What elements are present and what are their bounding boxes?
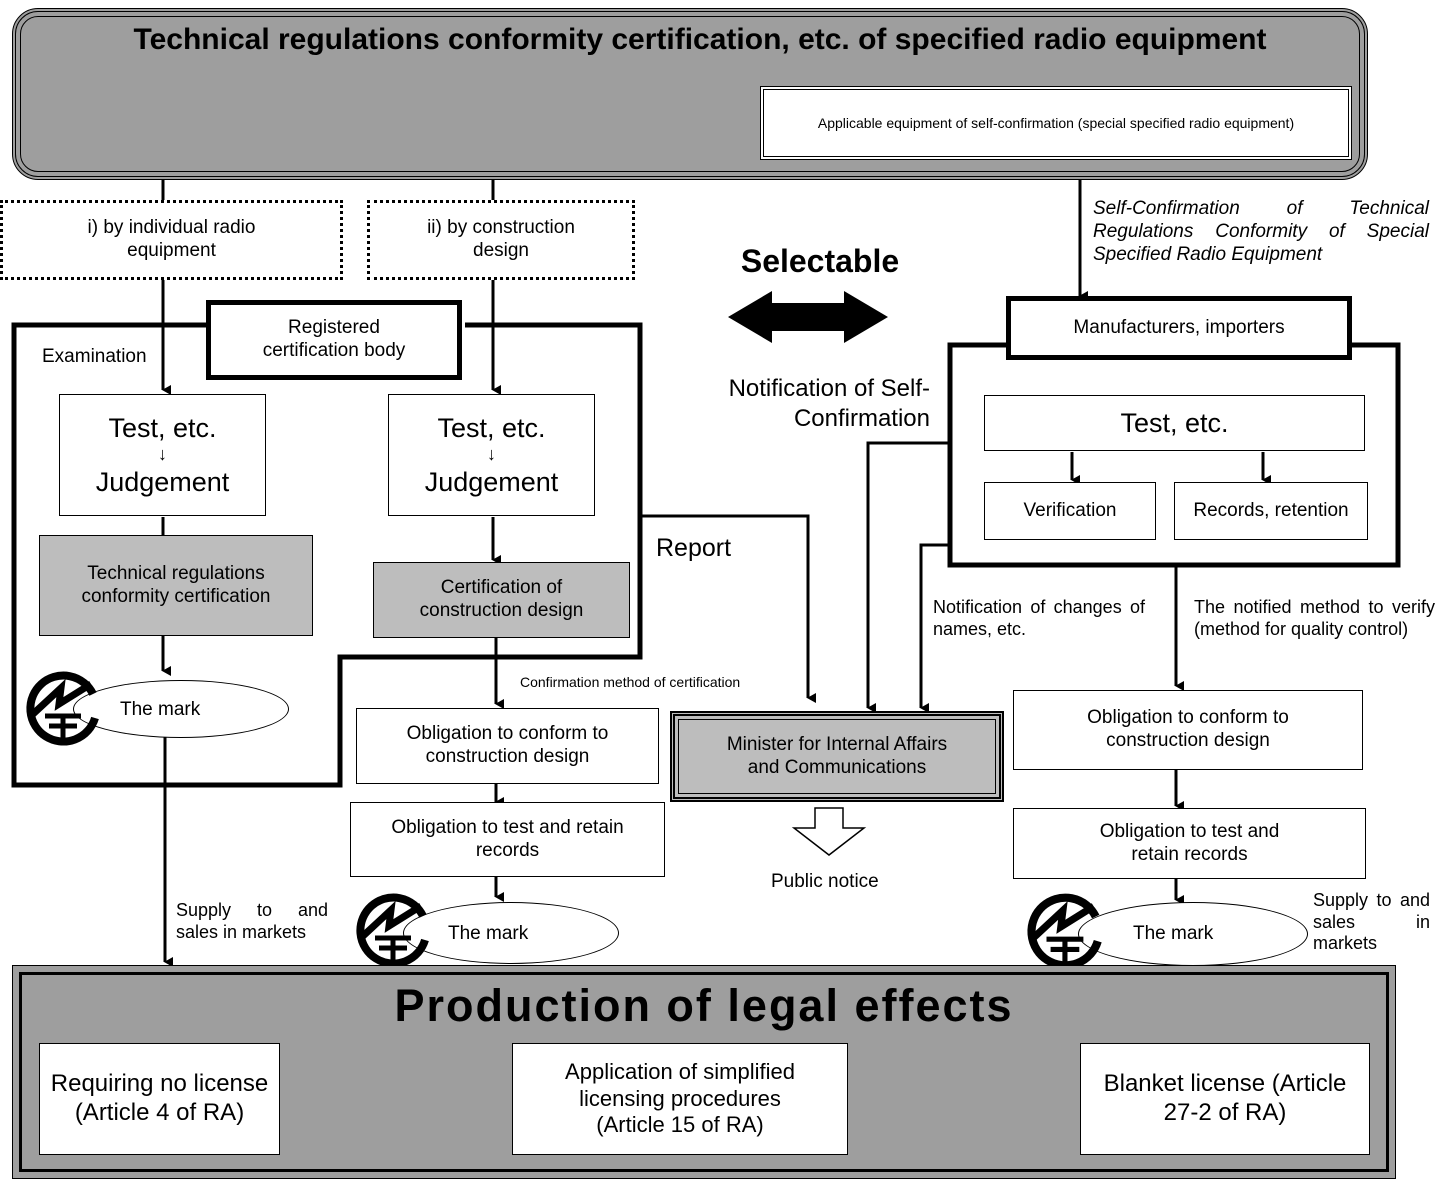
selectable-double-arrow	[728, 291, 888, 343]
report-label: Report	[656, 534, 732, 562]
notification-of-changes-label: Notification of changes of names, etc.	[933, 597, 1145, 639]
supply-label-right: Supply to and sales in markets	[1313, 890, 1430, 954]
examination-label: Examination	[42, 346, 147, 367]
manufacturers-importers: Manufacturers, importers	[1006, 296, 1352, 360]
supply-label-left: Supply to and sales in markets	[176, 900, 328, 942]
obligation-conform-middle: Obligation to conform to construction de…	[356, 708, 659, 784]
mark-label: The mark	[448, 923, 529, 944]
mark-ellipse	[403, 902, 619, 964]
test-label: Test, etc.	[108, 412, 217, 443]
giteki-mark-icon	[356, 893, 429, 968]
mark-right: The mark	[1026, 892, 1311, 974]
mark-left: The mark	[25, 670, 290, 750]
public-notice-label: Public notice	[771, 871, 879, 892]
down-arrow-glyph: ↓	[158, 444, 167, 465]
legal-effects-inner-border	[19, 972, 1389, 1172]
test-judgement-left: Test, etc. ↓ Judgement	[59, 394, 266, 516]
confirmation-method-label: Confirmation method of certification	[520, 674, 741, 690]
records-retention-box: Records, retention	[1174, 482, 1368, 540]
self-confirmation-caption: Self-Confirmation of Technical Regulatio…	[1093, 198, 1429, 265]
mark-label: The mark	[1133, 923, 1214, 944]
mark-middle: The mark	[355, 892, 620, 972]
by-construction-design: ii) by construction design	[367, 200, 635, 280]
requiring-no-license-box: Requiring no license (Article 4 of RA)	[39, 1043, 280, 1155]
giteki-mark-icon	[26, 671, 99, 746]
minister-box: Minister for Internal Affairs and Commun…	[670, 711, 1004, 802]
notification-self-confirmation-label: Notification of Self-Confirmation	[728, 375, 930, 432]
down-arrow-glyph: ↓	[487, 444, 496, 465]
self-confirmation-equipment-box: Applicable equipment of self-confirmatio…	[760, 86, 1352, 160]
obligation-test-middle: Obligation to test and retain records	[350, 802, 665, 877]
test-judgement-middle: Test, etc. ↓ Judgement	[388, 394, 595, 516]
judgement-label: Judgement	[424, 466, 559, 497]
blanket-license-box: Blanket license (Article 27-2 of RA)	[1080, 1043, 1370, 1155]
selectable-label: Selectable	[740, 243, 900, 279]
certification-of-construction-design: Certification of construction design	[373, 562, 630, 638]
public-notice-arrow	[791, 807, 867, 856]
legal-effects-title: Production of legal effects	[394, 980, 1014, 1031]
notified-method-label: The notified method to verify (method fo…	[1194, 597, 1435, 639]
mark-label: The mark	[120, 699, 201, 720]
test-label: Test, etc.	[437, 412, 546, 443]
registered-certification-body: Registered certification body	[206, 300, 462, 380]
simplified-licensing-box: Application of simplified licensing proc…	[512, 1043, 848, 1155]
test-etc-right: Test, etc.	[984, 395, 1365, 451]
mark-ellipse	[73, 680, 289, 738]
judgement-label: Judgement	[95, 466, 230, 497]
giteki-mark-icon	[1027, 893, 1102, 970]
obligation-test-right: Obligation to test and retain records	[1013, 808, 1366, 879]
obligation-conform-right: Obligation to conform to construction de…	[1013, 690, 1363, 770]
verification-box: Verification	[984, 482, 1156, 540]
technical-regulations-conformity-certification: Technical regulations conformity certifi…	[39, 535, 313, 636]
by-individual-radio-equipment: i) by individual radio equipment	[0, 200, 343, 280]
page-title: Technical regulations conformity certifi…	[133, 23, 1267, 56]
